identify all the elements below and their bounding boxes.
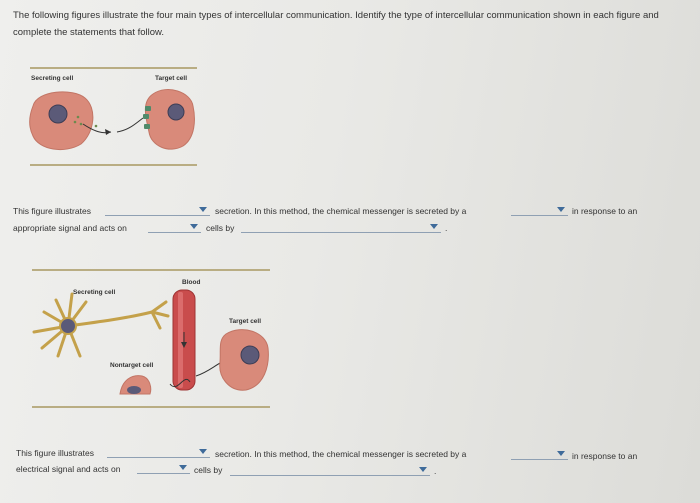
statement1-method-dropdown[interactable] (241, 222, 441, 233)
statement2-period: . (434, 466, 437, 476)
messenger-molecules (73, 115, 98, 128)
chevron-down-icon (419, 467, 427, 472)
figure1-secreting-cell-label: Secreting cell (31, 75, 74, 82)
statement2-method-dropdown[interactable] (230, 465, 430, 476)
statement2-part3: in response to an (572, 451, 638, 461)
statement1-part1: This figure illustrates (13, 206, 91, 216)
nontarget-cell-illustration (119, 375, 152, 395)
figure2-bottom-rule (32, 406, 270, 408)
paracrine-figure (29, 89, 195, 151)
statement2-secretor-dropdown[interactable] (511, 449, 568, 460)
figure2-target-cell-illustration (219, 329, 269, 391)
chevron-down-icon (199, 207, 207, 212)
statement1-part4: appropriate signal and acts on (13, 223, 127, 233)
chevron-down-icon (190, 224, 198, 229)
statement1-target-dropdown[interactable] (148, 222, 201, 233)
statement2-part4: electrical signal and acts on (16, 464, 121, 474)
neuron-illustration (32, 292, 170, 358)
figure2-secreting-cell-label: Secreting cell (73, 289, 116, 296)
neuron-nucleus (59, 317, 77, 335)
statement1-period: . (445, 223, 448, 233)
chevron-down-icon (179, 465, 187, 470)
statement1-type-dropdown[interactable] (105, 205, 210, 216)
statement2-part5: cells by (194, 465, 223, 475)
statement2-part1: This figure illustrates (16, 448, 94, 458)
blood-label: Blood (182, 279, 201, 286)
chevron-down-icon (199, 449, 207, 454)
figure2-target-cell-label: Target cell (229, 318, 262, 325)
statement1-part5: cells by (206, 223, 235, 233)
figure1-target-cell-label: Target cell (155, 75, 188, 82)
target-cell-illustration (143, 89, 195, 150)
endocrine-figure (32, 289, 269, 395)
blood-vessel-illustration (172, 289, 196, 391)
figure1-top-rule (30, 67, 197, 69)
nontarget-cell-label: Nontarget cell (110, 362, 154, 369)
statement1-part3: in response to an (572, 206, 638, 216)
chevron-down-icon (430, 224, 438, 229)
statement1-part2: secretion. In this method, the chemical … (215, 206, 467, 216)
statement1-secretor-dropdown[interactable] (511, 205, 568, 216)
figure2-top-rule (32, 269, 270, 271)
chevron-down-icon (557, 451, 565, 456)
statement2-target-dropdown[interactable] (137, 463, 190, 474)
statement2-part2: secretion. In this method, the chemical … (215, 449, 467, 459)
figure1-bottom-rule (30, 164, 197, 166)
statement2-type-dropdown[interactable] (107, 447, 210, 458)
secreting-cell-illustration (29, 91, 94, 151)
chevron-down-icon (557, 207, 565, 212)
instructions-text: The following figures illustrate the fou… (13, 10, 659, 38)
